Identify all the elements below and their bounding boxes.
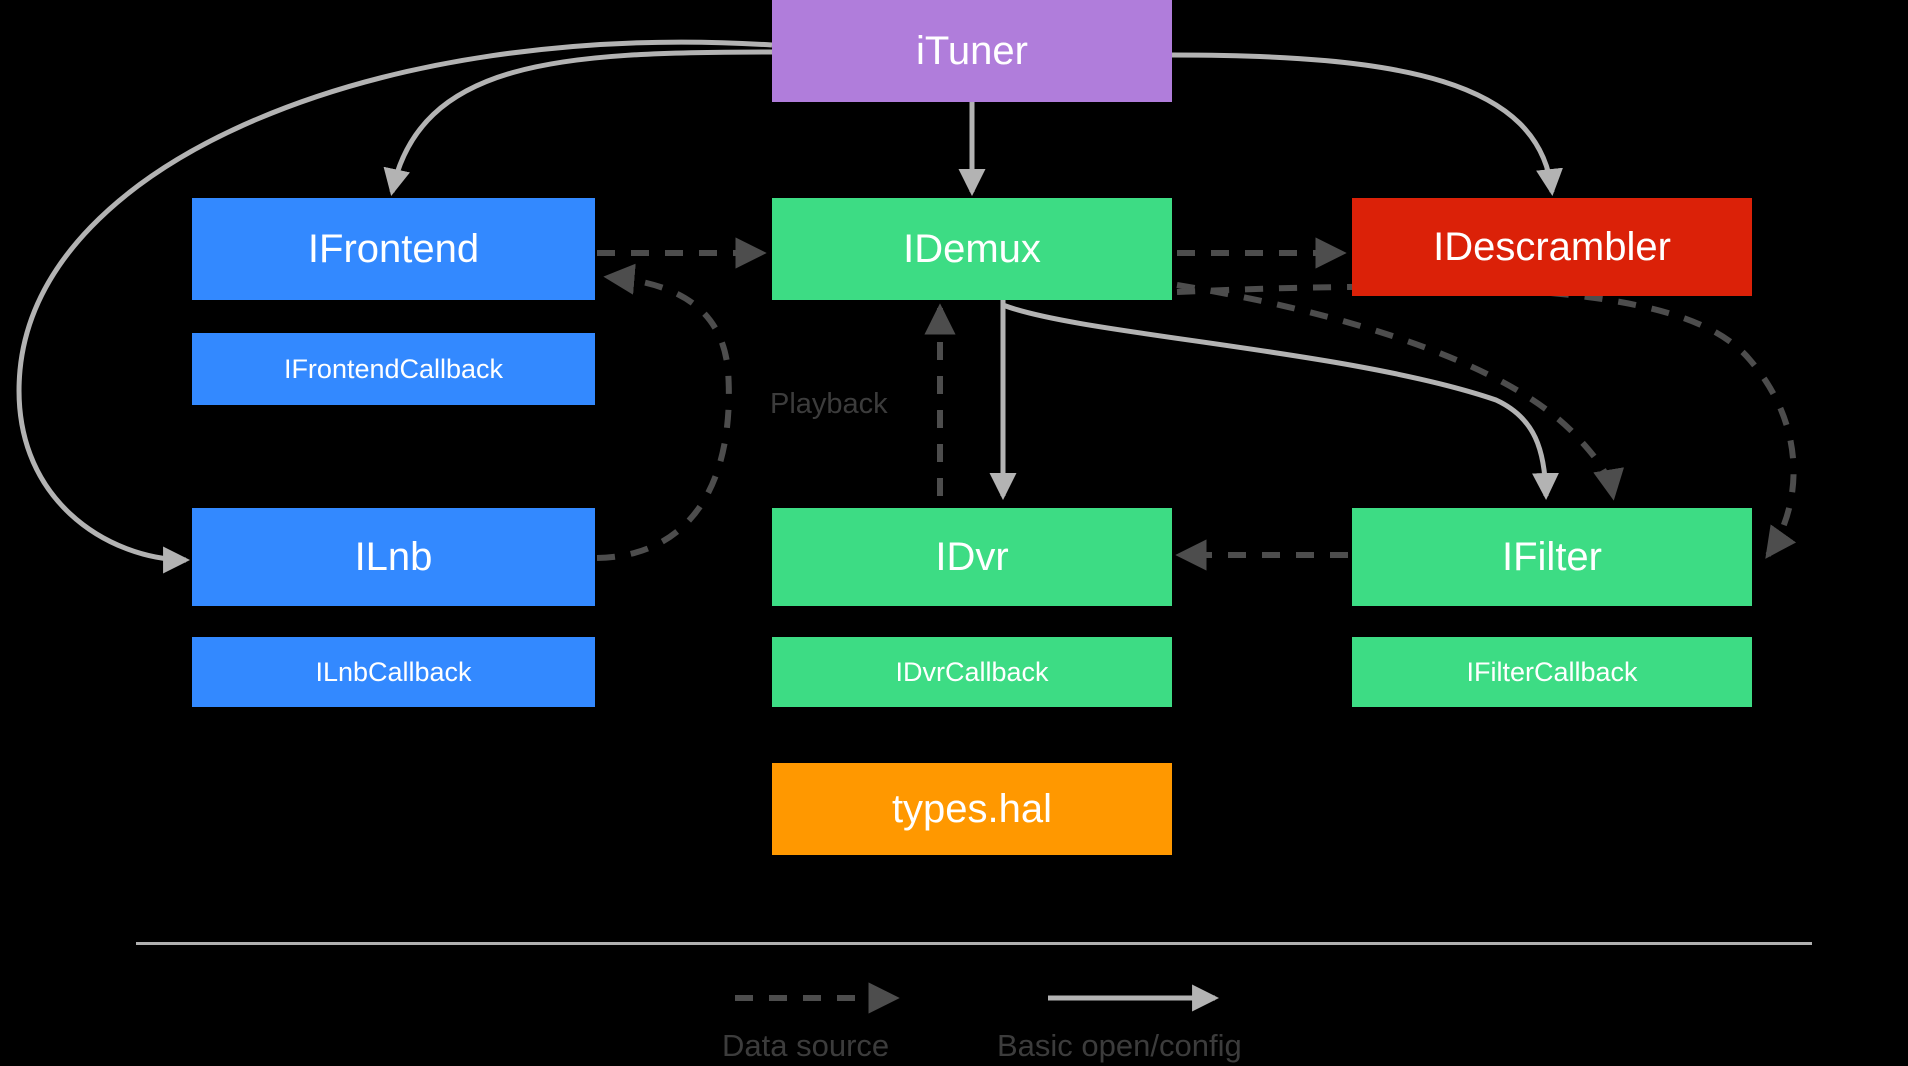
node-idescrambler-label: IDescrambler [1433,225,1671,269]
playback-edge-label: Playback [770,388,888,420]
node-ifrontend-label: IFrontend [307,227,480,271]
node-ifrontend[interactable]: IFrontend [192,198,595,300]
node-idvr-label: IDvr [935,535,1009,579]
node-ifilter[interactable]: IFilter [1352,508,1752,606]
edge-idemux-ifilter-solid [1002,302,1559,501]
node-ifilter-label: IFilter [1502,535,1602,579]
node-ilnb[interactable]: ILnb [192,508,595,606]
node-ituner-label: iTuner [916,29,1028,73]
edge-ituner-idescrambler [1171,52,1563,197]
node-idvr[interactable]: IDvr [772,508,1172,606]
node-ituner[interactable]: iTuner [772,0,1172,102]
edge-idemux-ifilter-dashed [1176,282,1625,501]
legend-label-data-source: Data source [722,1028,890,1063]
node-idvr-callback[interactable]: IDvrCallback [772,637,1172,707]
node-idemux[interactable]: IDemux [772,198,1172,300]
node-idescrambler[interactable]: IDescrambler [1352,198,1752,296]
edge-ilnb-ifrontend [596,263,732,561]
node-ilnb-callback-label: ILnbCallback [315,656,472,687]
legend-label-basic-open-config: Basic open/config [997,1028,1242,1063]
node-ilnb-callback[interactable]: ILnbCallback [192,637,595,707]
solid-edges [16,39,1563,574]
legend-divider [136,942,1812,945]
node-ifilter-callback-label: IFilterCallback [1466,656,1638,687]
node-ifrontend-callback[interactable]: IFrontendCallback [192,333,595,405]
node-idvr-callback-label: IDvrCallback [895,656,1049,687]
node-ilnb-label: ILnb [354,535,433,579]
node-ifilter-callback[interactable]: IFilterCallback [1352,637,1752,707]
node-idemux-label: IDemux [903,227,1041,271]
node-ifrontend-callback-label: IFrontendCallback [283,353,504,384]
node-types-hal-label: types.hal [891,787,1053,831]
node-types-hal[interactable]: types.hal [772,763,1172,855]
edge-ituner-ifrontend [383,49,773,196]
edge-ituner-ilnb [16,39,773,574]
